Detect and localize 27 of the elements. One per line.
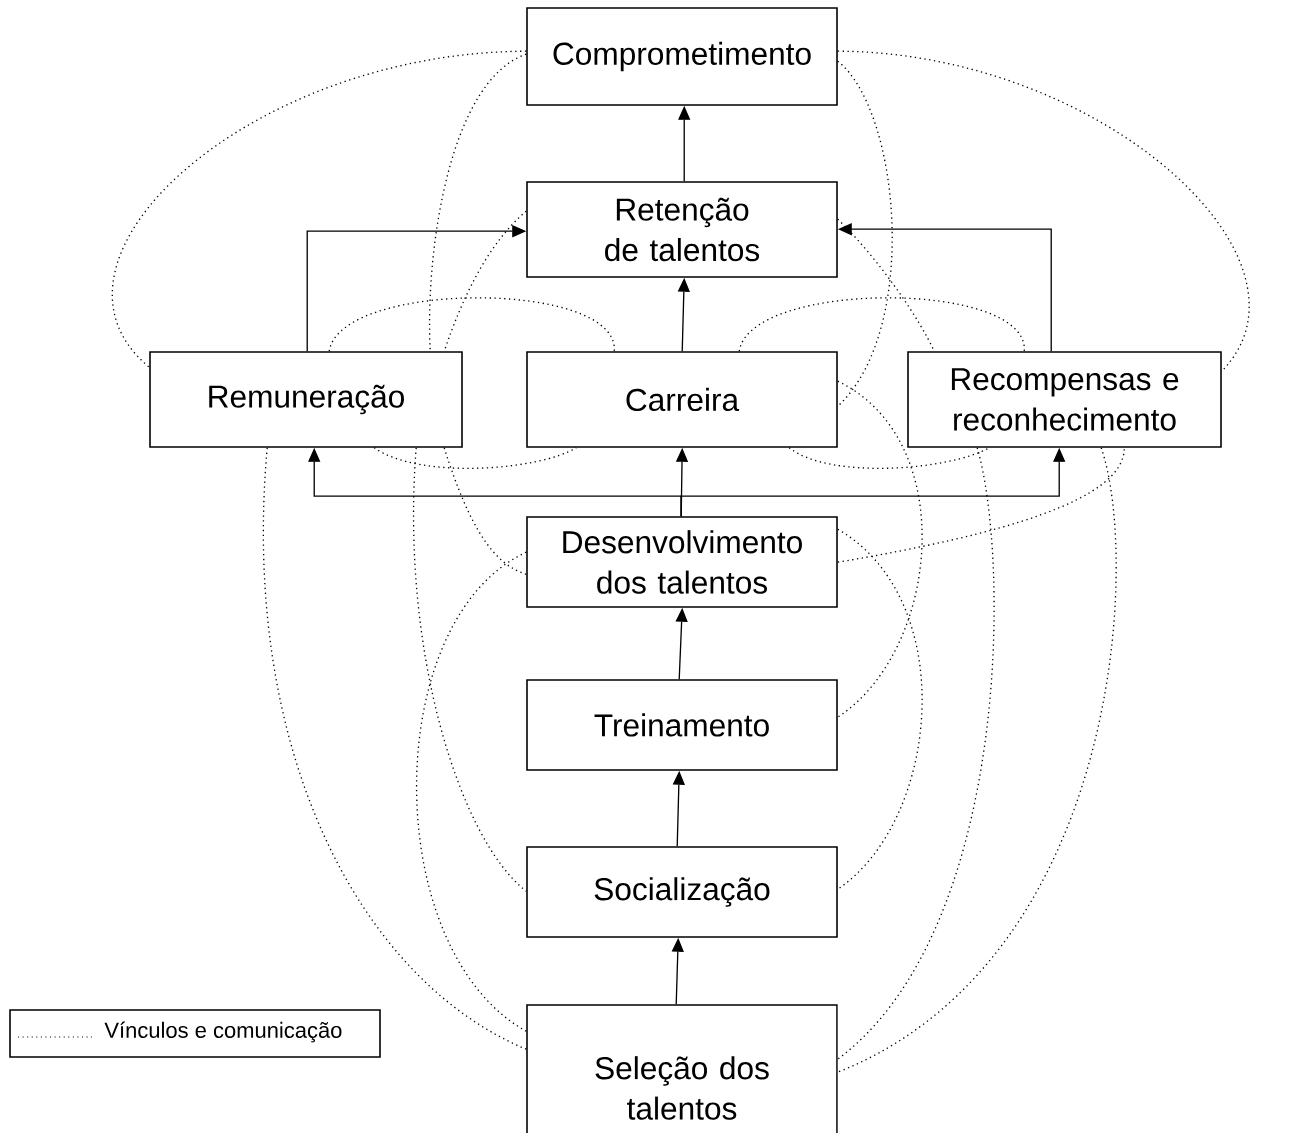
process-box: Socialização bbox=[526, 846, 838, 938]
link-line bbox=[373, 447, 577, 469]
link-line bbox=[837, 218, 935, 352]
link-line bbox=[112, 50, 527, 368]
link-line bbox=[837, 447, 1125, 563]
process-box: Retenção de talentos bbox=[526, 181, 838, 278]
link-line bbox=[837, 60, 893, 407]
link-line bbox=[262, 447, 527, 1050]
link-line bbox=[738, 297, 1025, 352]
process-box: Treinamento bbox=[526, 679, 838, 771]
process-box: Seleção dos talentos bbox=[526, 1004, 838, 1133]
link-line bbox=[837, 447, 1117, 1073]
process-box: Carreira bbox=[526, 351, 838, 448]
link-line bbox=[428, 53, 527, 352]
link-line bbox=[443, 447, 527, 575]
legend: Vínculos e comunicação bbox=[9, 1009, 381, 1058]
process-box: Desenvolvimento dos talentos bbox=[526, 516, 838, 608]
link-line bbox=[328, 297, 615, 352]
link-line bbox=[837, 528, 923, 890]
process-box: Remuneração bbox=[149, 351, 463, 448]
link-line bbox=[788, 447, 990, 469]
process-box: Recompensas e reconhecimento bbox=[907, 351, 1222, 448]
link-line bbox=[415, 551, 527, 1032]
link-line bbox=[837, 50, 1250, 372]
link-line bbox=[837, 380, 923, 718]
process-box: Comprometimento bbox=[526, 7, 838, 106]
link-line bbox=[837, 447, 995, 1060]
